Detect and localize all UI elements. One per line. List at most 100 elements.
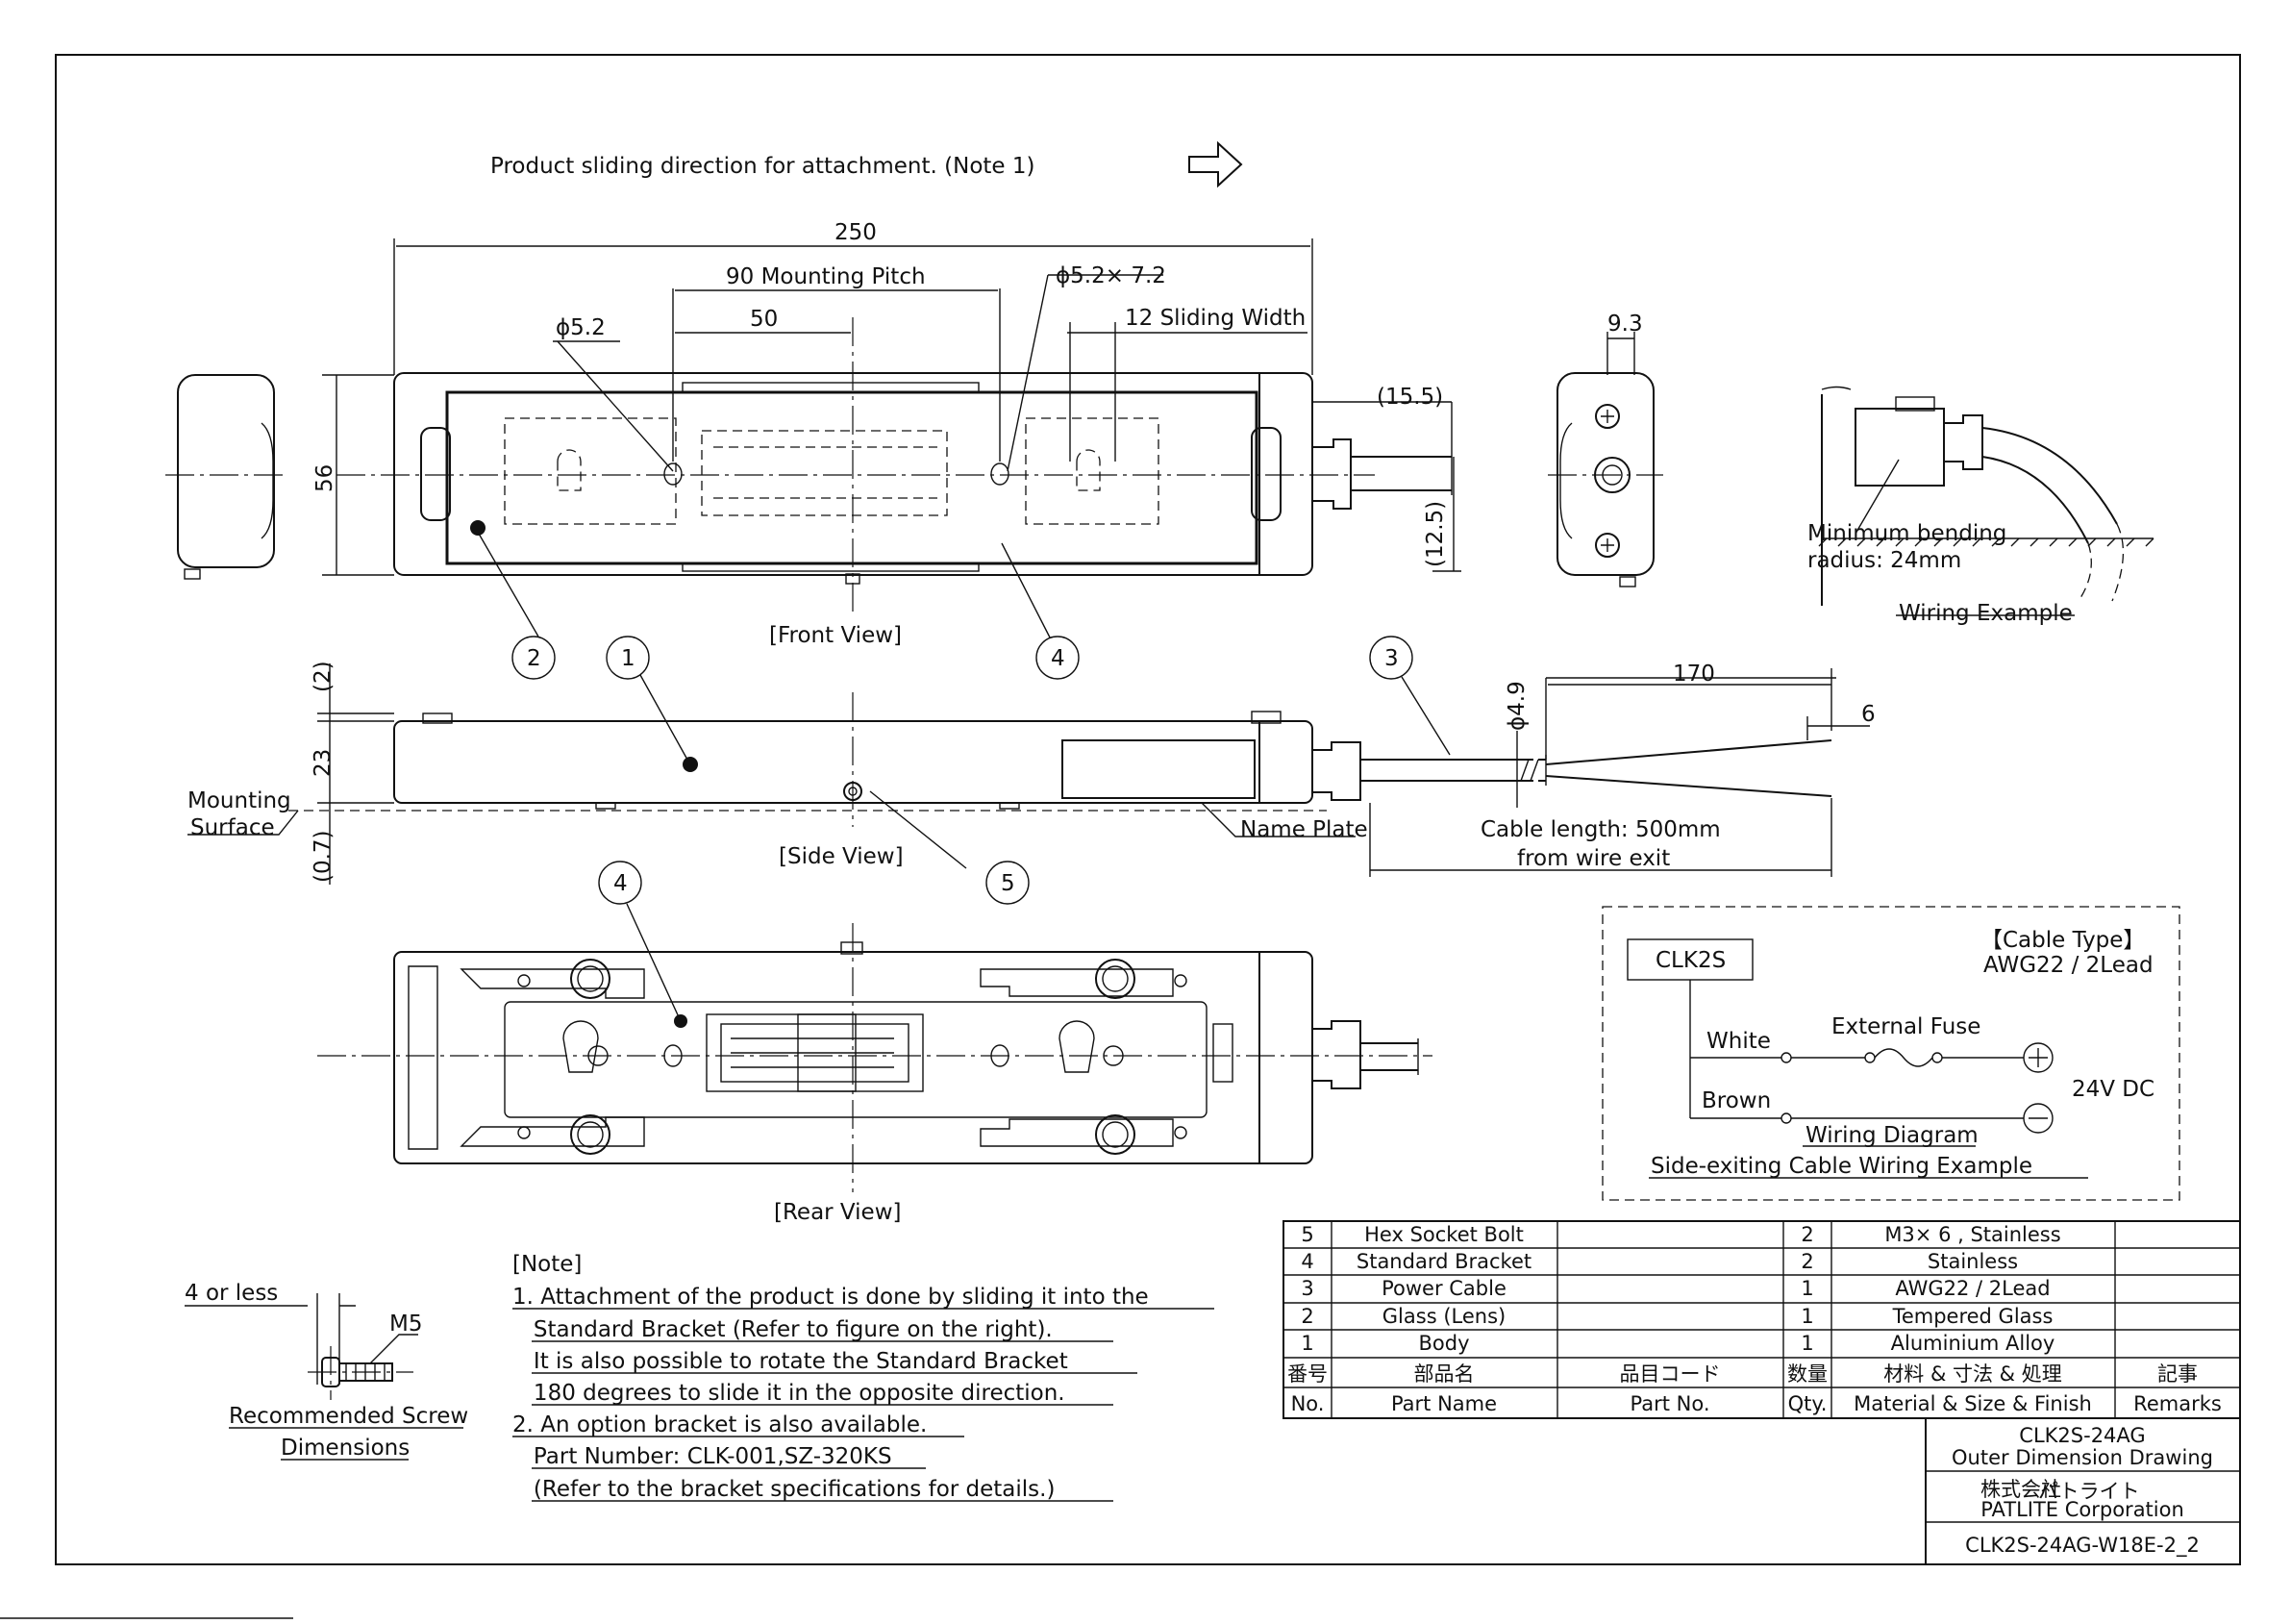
table-header-en: No. Part Name Part No. Qty. Material & S… — [1291, 1392, 2222, 1415]
screw-caption-line2: Dimensions — [281, 1436, 410, 1461]
header-qty-jp: 数量 — [1787, 1362, 1828, 1386]
min-bend-line2: radius: 24mm — [1807, 548, 1961, 573]
cable-type-line2: AWG22 / 2Lead — [1983, 953, 2154, 978]
wiring-diagram-subtitle: Side-exiting Cable Wiring Example — [1651, 1154, 2032, 1179]
mounting-surface-line1: Mounting — [187, 788, 291, 813]
note-line: 1. Attachment of the product is done by … — [512, 1285, 1149, 1310]
header-material-jp: 材料 & 寸法 & 処理 — [1883, 1362, 2061, 1386]
header-no-jp: 番号 — [1287, 1362, 1328, 1386]
cell-qty: 1 — [1801, 1332, 1813, 1355]
wire-white-label: White — [1706, 1029, 1771, 1054]
balloon-5-label: 5 — [1001, 871, 1015, 896]
wiring-diagram-box — [1602, 906, 2180, 1201]
note-line: Standard Bracket (Refer to figure on the… — [512, 1317, 1053, 1342]
cell-no: 4 — [1301, 1250, 1313, 1273]
dim-end-width: 9.3 — [1607, 312, 1643, 337]
note-line: 180 degrees to slide it in the opposite … — [512, 1381, 1065, 1406]
slide-arrow-icon — [1188, 140, 1243, 188]
header-part-name-en: Part Name — [1391, 1392, 1497, 1415]
cell-material: Tempered Glass — [1892, 1305, 2054, 1328]
balloon-3 — [1369, 636, 1451, 756]
front-view — [336, 317, 1453, 615]
dim-mounting-pitch: 90 Mounting Pitch — [726, 264, 926, 289]
header-part-name-jp: 部品名 — [1414, 1362, 1475, 1386]
mounting-surface-line2: Surface — [190, 815, 275, 840]
company-name-en: PATLITE Corporation — [1980, 1498, 2184, 1521]
dim-slot: ϕ5.2× 7.2 — [1056, 263, 1166, 288]
parts-table-grid — [1282, 1220, 2241, 1419]
cell-no: 2 — [1301, 1305, 1313, 1328]
right-end-view — [1548, 332, 1663, 587]
table-row: 1 Body 1 Aluminium Alloy — [1301, 1332, 2054, 1355]
parts-table-rows: 5 Hex Socket Bolt 2 M3× 6 , Stainless 4 … — [1287, 1223, 2222, 1415]
dim-half-pitch: 50 — [750, 307, 778, 332]
balloon-2 — [478, 533, 556, 680]
dim-cable-dia: ϕ4.9 — [1505, 681, 1530, 731]
side-view — [288, 663, 1832, 885]
dim-hole: ϕ5.2 — [556, 315, 606, 340]
table-row: 4 Standard Bracket 2 Stainless — [1301, 1250, 2018, 1273]
cell-no: 5 — [1301, 1223, 1313, 1246]
header-material-en: Material & Size & Finish — [1854, 1392, 2092, 1415]
dim-bottom-offset: (0.7) — [311, 830, 336, 883]
note-line: 2. An option bracket is also available. — [512, 1412, 927, 1437]
cell-qty: 1 — [1801, 1305, 1813, 1328]
min-bend-line1: Minimum bending — [1807, 521, 2006, 546]
front-view-label: [Front View] — [769, 623, 902, 648]
balloon-1-label: 1 — [621, 646, 635, 671]
table-row: 3 Power Cable 1 AWG22 / 2Lead — [1301, 1277, 2050, 1300]
dim-lead-length: 170 — [1673, 662, 1715, 687]
table-header-jp: 番号 部品名 品目コード 数量 材料 & 寸法 & 処理 記事 — [1287, 1362, 2198, 1386]
dim-height: 56 — [312, 464, 337, 492]
note-line: (Refer to the bracket specifications for… — [512, 1477, 1055, 1502]
table-row: 5 Hex Socket Bolt 2 M3× 6 , Stainless — [1301, 1223, 2060, 1246]
cell-qty: 2 — [1801, 1223, 1813, 1246]
cell-part-name: Body — [1418, 1332, 1469, 1355]
header-remarks-en: Remarks — [2133, 1392, 2222, 1415]
left-end-view — [165, 374, 288, 580]
balloon-4-rear-label: 4 — [613, 871, 628, 896]
wiring-example-title: Wiring Example — [1899, 601, 2073, 626]
dim-cable-offset: (15.5) — [1377, 385, 1443, 410]
balloon-4-front-label: 4 — [1051, 646, 1065, 671]
sliding-direction-text: Product sliding direction for attachment… — [490, 154, 1034, 179]
dim-sliding-width: 12 Sliding Width — [1125, 306, 1306, 331]
dim-cable-height: (12.5) — [1423, 501, 1448, 567]
cell-part-name: Standard Bracket — [1357, 1250, 1531, 1273]
wiring-diagram-title: Wiring Diagram — [1805, 1123, 1979, 1148]
external-fuse-label: External Fuse — [1831, 1014, 1980, 1039]
company-prefix: 株式会社 — [1980, 1478, 2061, 1501]
name-plate-label: Name Plate — [1240, 817, 1368, 842]
wiring-example-figure — [1818, 386, 2154, 616]
balloon-4-rear — [598, 861, 681, 1020]
title-drawing-name: Outer Dimension Drawing — [1952, 1446, 2213, 1469]
rear-view-label: [Rear View] — [774, 1200, 902, 1225]
cable-type-line1: 【Cable Type】 — [1980, 928, 2145, 953]
cell-no: 1 — [1301, 1332, 1313, 1355]
voltage-label: 24V DC — [2072, 1077, 2154, 1102]
wire-brown-label: Brown — [1702, 1088, 1771, 1113]
header-part-no-en: Part No. — [1631, 1392, 1710, 1415]
cell-qty: 1 — [1801, 1277, 1813, 1300]
side-dimensions — [187, 668, 1870, 877]
screw-type-label: M5 — [389, 1312, 422, 1337]
front-dimensions — [322, 238, 1461, 576]
cell-material: M3× 6 , Stainless — [1884, 1223, 2060, 1246]
note-line: It is also possible to rotate the Standa… — [512, 1349, 1068, 1374]
balloon-1 — [606, 636, 688, 761]
header-qty-en: Qty. — [1788, 1392, 1828, 1415]
cell-material: Stainless — [1928, 1250, 2018, 1273]
cell-part-name: Glass (Lens) — [1382, 1305, 1506, 1328]
balloon-3-label: 3 — [1384, 646, 1399, 671]
header-part-no-jp: 品目コード — [1620, 1362, 1721, 1386]
screw-figure — [185, 1293, 463, 1461]
sheet-border — [55, 54, 2241, 1565]
table-row: 2 Glass (Lens) 1 Tempered Glass — [1301, 1305, 2053, 1328]
cable-length-line1: Cable length: 500mm — [1481, 817, 1721, 842]
note-lines: 1. Attachment of the product is done by … — [512, 1285, 1214, 1502]
screw-caption-line1: Recommended Screw — [229, 1404, 468, 1429]
balloon-2-label: 2 — [527, 646, 541, 671]
title-block — [1925, 1417, 2241, 1565]
